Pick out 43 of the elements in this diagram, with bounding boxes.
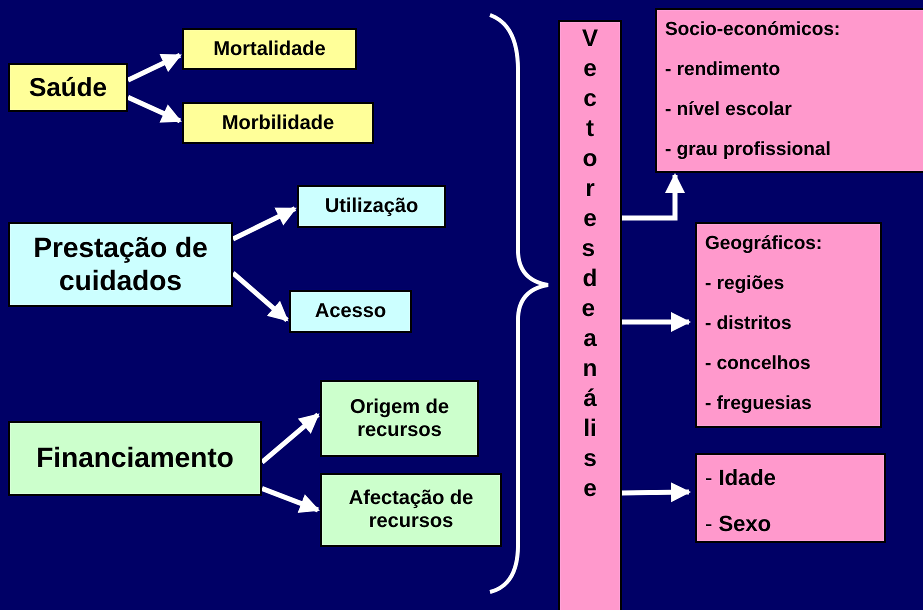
category-box bbox=[8, 63, 128, 112]
box-label: Mortalidade bbox=[213, 38, 326, 60]
list-item: - regiões bbox=[705, 272, 784, 296]
list-item: - concelhos bbox=[705, 352, 811, 376]
box-label: Morbilidade bbox=[222, 112, 334, 134]
subcategory-box bbox=[289, 290, 412, 333]
box-label: Afectação de recursos bbox=[348, 487, 474, 533]
list-item: - rendimento bbox=[665, 58, 780, 82]
box-heading: Socio-económicos: bbox=[665, 18, 840, 42]
subcategory-box bbox=[182, 102, 374, 144]
box-label: Saúde bbox=[28, 72, 108, 102]
subcategory-box bbox=[182, 28, 357, 70]
info-box bbox=[695, 453, 886, 543]
arrow bbox=[261, 486, 320, 513]
info-box bbox=[695, 222, 882, 428]
list-item: - Sexo bbox=[705, 510, 772, 538]
vertical-label: Vectores de análise bbox=[582, 24, 598, 504]
arrow bbox=[126, 53, 182, 82]
subcategory-box bbox=[320, 473, 502, 547]
list-item: - freguesias bbox=[705, 392, 812, 416]
list-item: - Idade bbox=[705, 464, 776, 492]
arrow bbox=[622, 173, 685, 220]
box-label: Prestação de cuidados bbox=[32, 232, 209, 297]
box-heading: Geográficos: bbox=[705, 232, 822, 256]
box-label: Acesso bbox=[314, 300, 386, 323]
arrow bbox=[260, 412, 320, 464]
vertical-banner bbox=[558, 20, 622, 610]
box-label: Financiamento bbox=[36, 442, 234, 475]
arrow bbox=[126, 95, 182, 124]
arrow bbox=[231, 271, 289, 322]
arrow bbox=[232, 206, 297, 242]
info-box bbox=[655, 8, 923, 173]
arrow bbox=[622, 312, 691, 332]
box-label: Origem de recursos bbox=[349, 396, 450, 442]
box-label: Utilização bbox=[324, 195, 418, 218]
list-item: - nível escolar bbox=[665, 98, 792, 122]
list-item: - distritos bbox=[705, 312, 792, 336]
list-item: - grau profissional bbox=[665, 138, 831, 162]
category-box bbox=[8, 222, 233, 307]
subcategory-box bbox=[320, 380, 479, 457]
subcategory-box bbox=[297, 185, 446, 228]
category-box bbox=[8, 421, 262, 496]
arrow bbox=[622, 482, 691, 502]
